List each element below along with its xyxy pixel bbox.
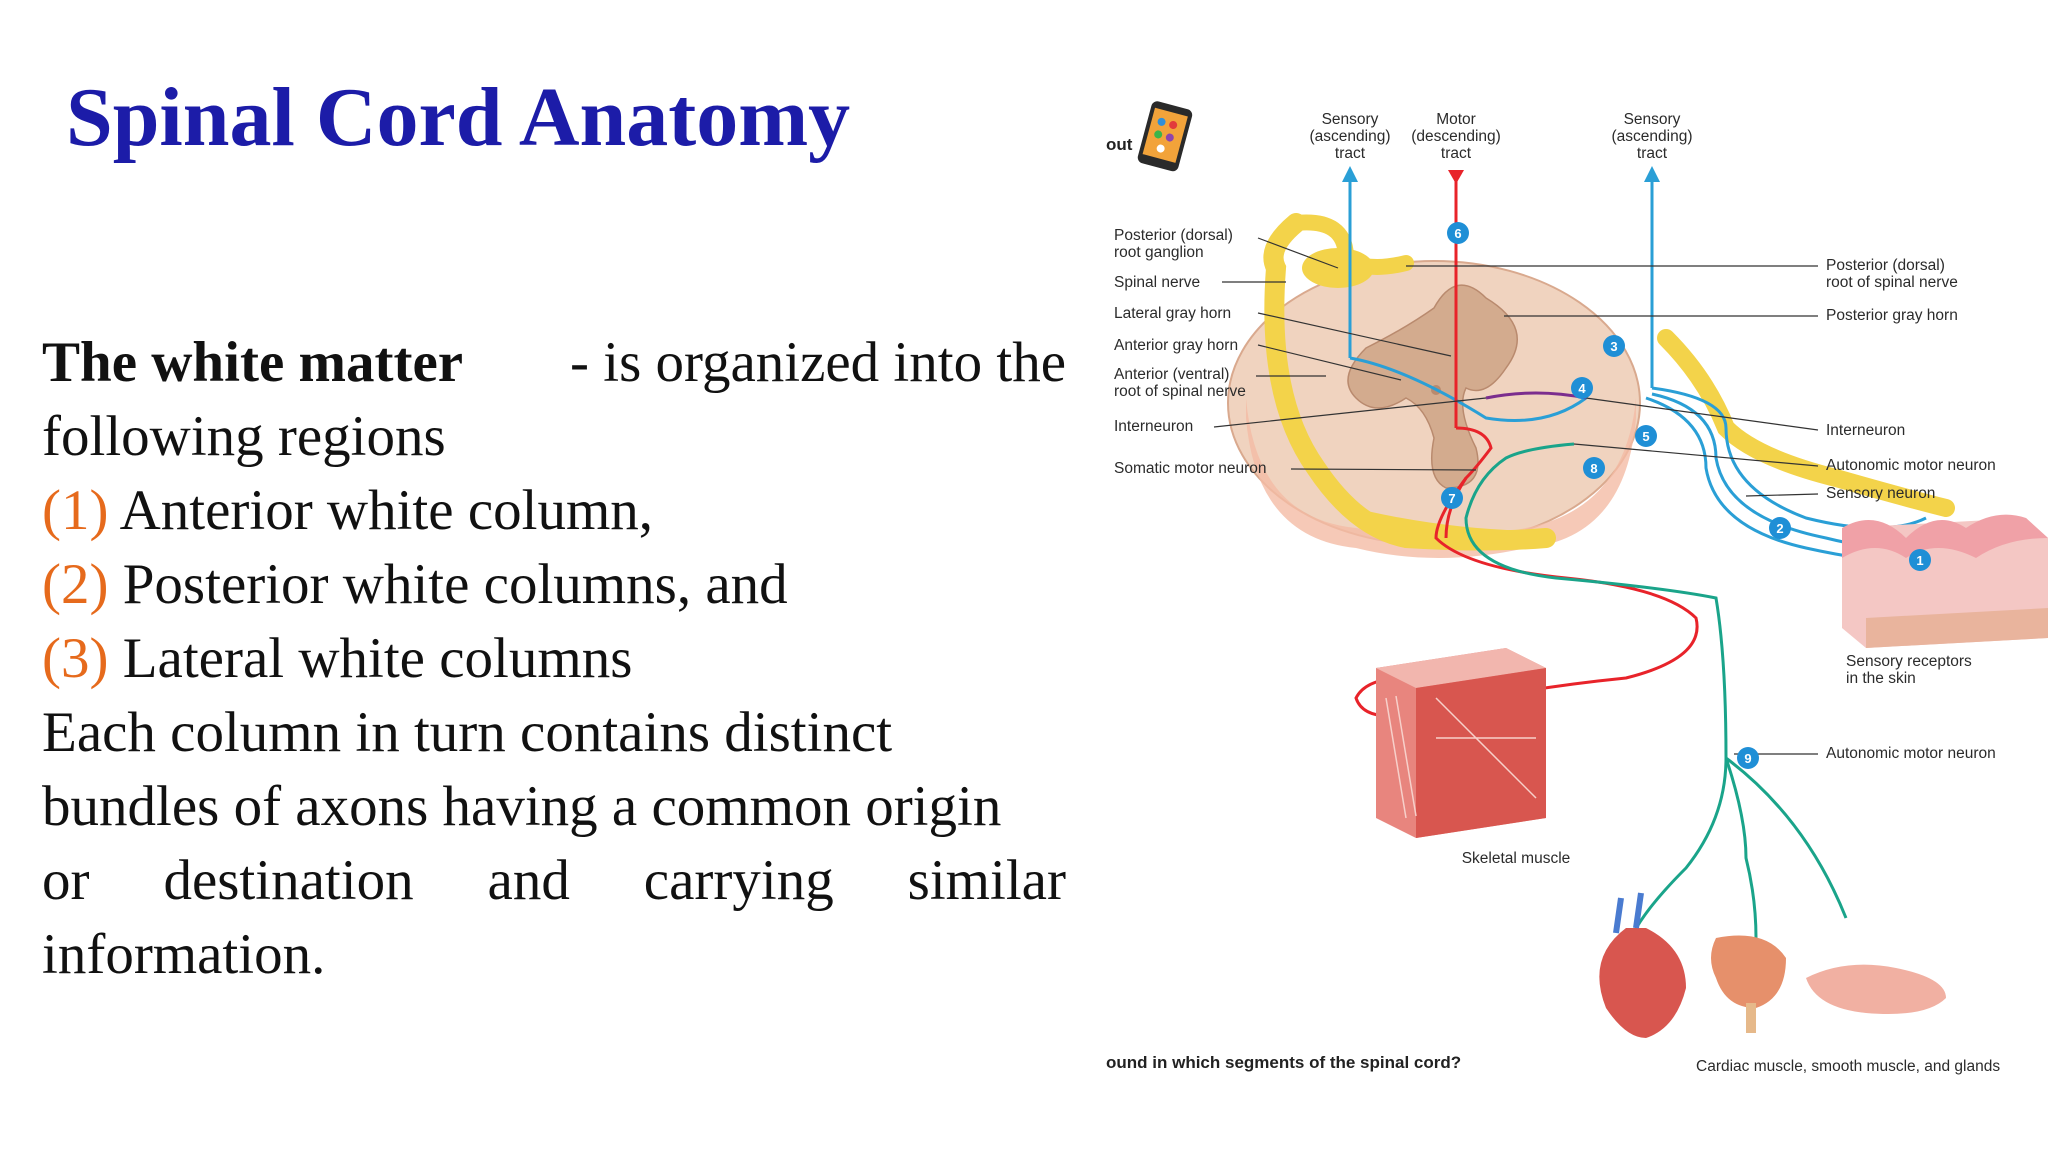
label-posterior-ganglion: Posterior (dorsal): [1114, 227, 1233, 244]
fragment-bottom-text: ound in which segments of the spinal cor…: [1106, 1053, 1461, 1072]
label-line: Sensory receptors: [1846, 653, 1972, 670]
left-leader-lines: [1213, 237, 1487, 471]
badge-9: 9: [1737, 747, 1759, 769]
label-interneuron: Interneuron: [1114, 418, 1193, 435]
paragraph-line-justified: bundles of axons having a common origin: [42, 770, 1066, 844]
body-lead-bold: The white matter: [42, 331, 464, 394]
left-labels: Posterior (dorsal) root ganglion Spinal …: [1114, 227, 1267, 477]
body-lead-line-2: following regions: [42, 405, 446, 468]
label-interneuron-right: Interneuron: [1826, 422, 1905, 439]
badge-3: 3: [1603, 335, 1625, 357]
badge-text: 1: [1916, 553, 1923, 568]
skeletal-muscle-label: Skeletal muscle: [1462, 850, 1571, 867]
badge-text: 3: [1610, 339, 1617, 354]
top-label-motor: Motor (descending) tract: [1411, 111, 1501, 162]
paragraph-line: bundles of axons having a common origin: [42, 775, 1002, 838]
label-autonomic-motor-neuron: Autonomic motor neuron: [1826, 457, 1996, 474]
list-item-text: Lateral white columns: [122, 627, 633, 690]
paragraph-word: destination: [163, 849, 414, 912]
label-line: Sensory: [1624, 111, 1681, 128]
spinal-nerve: [1263, 213, 1955, 551]
badge-text: 4: [1578, 381, 1586, 396]
label-somatic-motor-neuron: Somatic motor neuron: [1114, 460, 1267, 477]
list-item: (2) Posterior white columns, and: [42, 548, 1066, 622]
list-item: (3) Lateral white columns: [42, 622, 1066, 696]
autonomic-pathway: [1464, 442, 1848, 959]
badge-7: 7: [1441, 487, 1463, 509]
badge-2: 2: [1769, 517, 1791, 539]
top-label-sensory-left: Sensory (ascending) tract: [1310, 111, 1391, 162]
badge-1: 1: [1909, 549, 1931, 571]
label-line: Motor: [1436, 111, 1476, 128]
gland-organ: [1806, 964, 1946, 1014]
top-label-sensory-right: Sensory (ascending) tract: [1612, 111, 1693, 162]
skin-block: [1842, 514, 2048, 648]
paragraph-line-justified: or destination and carrying similar: [42, 844, 1066, 918]
badge-6: 6: [1447, 222, 1469, 244]
label-line: (descending): [1411, 128, 1501, 145]
body-lead-rest: - is organized into the: [570, 331, 1066, 394]
badge-text: 7: [1448, 491, 1455, 506]
badge-5: 5: [1635, 425, 1657, 447]
paragraph-word: and: [487, 849, 570, 912]
label-posterior-ganglion: root ganglion: [1114, 244, 1204, 261]
slide-title: Spinal Cord Anatomy: [66, 71, 851, 164]
paragraph-word: similar: [907, 849, 1066, 912]
label-line: in the skin: [1846, 670, 1916, 687]
label-autonomic-motor-neuron-2: Autonomic motor neuron: [1826, 745, 1996, 762]
arrow-icon: [1644, 166, 1660, 182]
label-posterior-root: Posterior (dorsal): [1826, 257, 1945, 274]
phone-icon: [1137, 101, 1193, 172]
paragraph-word: or: [42, 849, 90, 912]
paragraph-word: carrying: [643, 849, 834, 912]
badge-8: 8: [1583, 457, 1605, 479]
badge-4: 4: [1571, 377, 1593, 399]
badge-text: 6: [1454, 226, 1461, 241]
right-leader-lines: [1406, 265, 1819, 755]
heart-organ: [1599, 892, 1686, 1038]
list-item-number: (1): [42, 479, 109, 542]
right-labels: Posterior (dorsal) root of spinal nerve …: [1826, 257, 1996, 762]
body-text: The white matter - is organized into the…: [42, 326, 1066, 992]
paragraph-line: Each column in turn contains distinct: [42, 701, 893, 764]
fragment-top-text: out: [1106, 135, 1133, 154]
badge-text: 9: [1744, 751, 1751, 766]
label-line: tract: [1637, 145, 1668, 162]
label-posterior-root: root of spinal nerve: [1826, 274, 1958, 291]
label-line: (ascending): [1612, 128, 1693, 145]
label-anterior-gray-horn: Anterior gray horn: [1114, 337, 1238, 354]
label-anterior-root: Anterior (ventral): [1114, 366, 1229, 383]
body-lead-line: The white matter - is organized into the: [42, 326, 1066, 400]
badge-text: 5: [1642, 429, 1649, 444]
label-line: Sensory: [1322, 111, 1379, 128]
spinal-cord-diagram: out Sensory (ascending) tract Motor (des…: [1106, 101, 2048, 1075]
list-item-text: Posterior white columns, and: [122, 553, 788, 616]
label-line: (ascending): [1310, 128, 1391, 145]
arrow-icon: [1448, 170, 1464, 184]
list-item-number: (3): [42, 627, 109, 690]
cardiac-label: Cardiac muscle, smooth muscle, and gland…: [1696, 1058, 2000, 1075]
skeletal-muscle: [1376, 648, 1546, 838]
list-item-text: Anterior white column,: [119, 479, 654, 542]
label-sensory-neuron: Sensory neuron: [1826, 485, 1935, 502]
label-lateral-gray-horn: Lateral gray horn: [1114, 305, 1231, 322]
list-item-number: (2): [42, 553, 109, 616]
list-item: (1) Anterior white column,: [42, 474, 1066, 548]
label-spinal-nerve: Spinal nerve: [1114, 274, 1200, 291]
arrow-icon: [1342, 166, 1358, 182]
paragraph-line: information.: [42, 923, 326, 986]
label-anterior-root: root of spinal nerve: [1114, 383, 1246, 400]
label-line: tract: [1441, 145, 1472, 162]
badge-text: 2: [1776, 521, 1783, 536]
label-posterior-gray-horn: Posterior gray horn: [1826, 307, 1958, 324]
sensory-receptors-label: Sensory receptors in the skin: [1846, 653, 1972, 687]
badge-text: 8: [1590, 461, 1597, 476]
label-line: tract: [1335, 145, 1366, 162]
bladder-organ: [1711, 935, 1786, 1033]
